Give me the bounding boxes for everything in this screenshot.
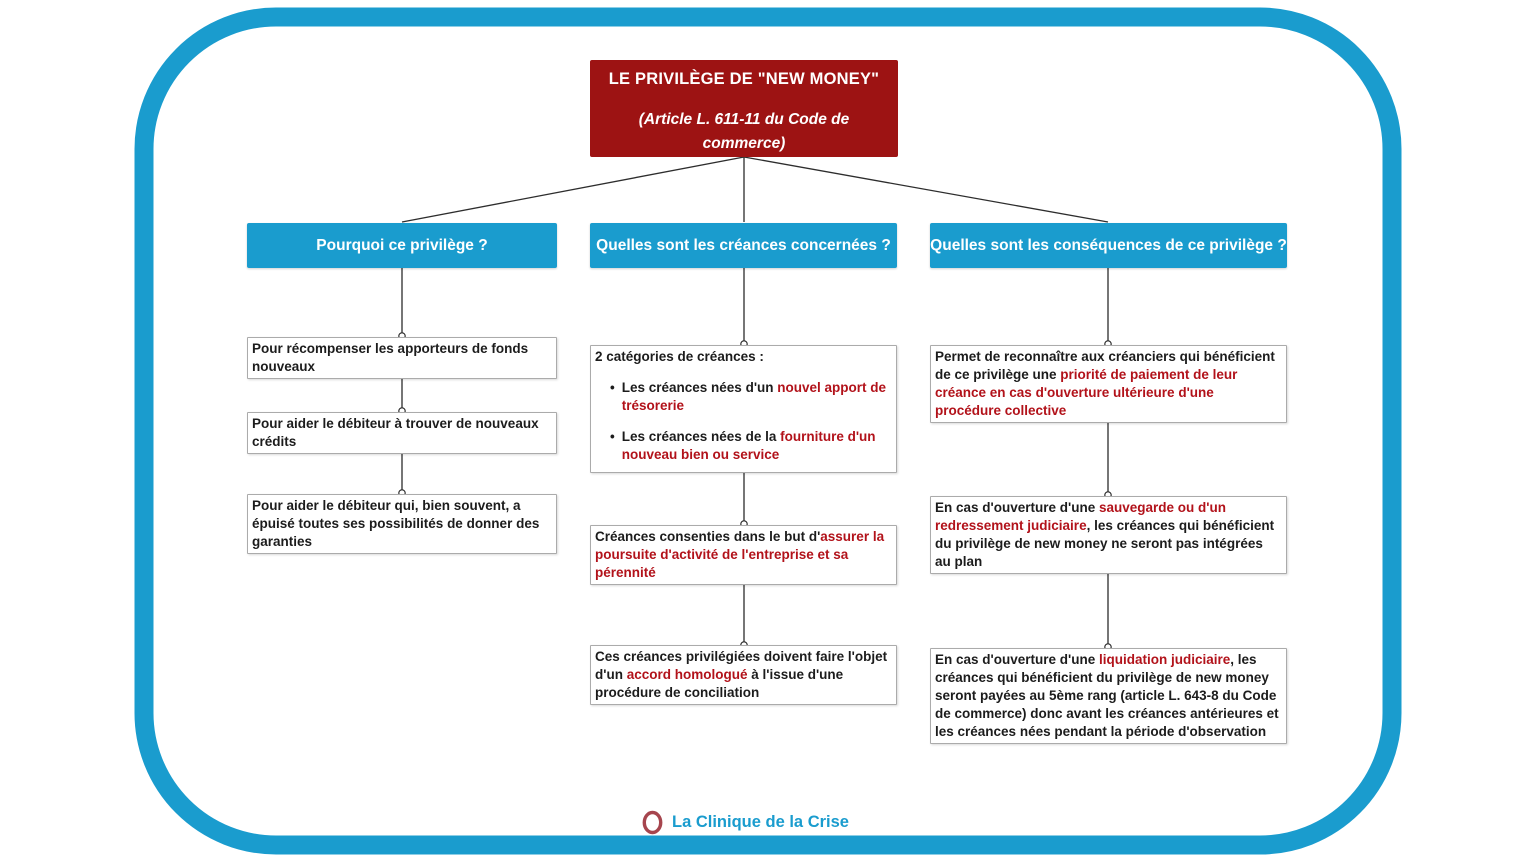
- header-pourquoi: Pourquoi ce privilège ?: [247, 223, 557, 268]
- root-title-node: LE PRIVILÈGE DE "NEW MONEY" (Article L. …: [590, 60, 898, 157]
- header-creances-concernees: Quelles sont les créances concernées ?: [590, 223, 897, 268]
- node-categories-creances: 2 catégories de créances : •Les créances …: [590, 345, 897, 473]
- root-title-line2: (Article L. 611-11 du Code de commerce): [638, 111, 850, 153]
- node-recompenser-apporteurs: Pour récompenser les apporteurs de fonds…: [247, 337, 557, 379]
- paragraph: Permet de reconnaître aux créanciers qui…: [935, 349, 1275, 418]
- connector-lines: [401, 156, 1109, 644]
- paragraph: 2 catégories de créances :: [595, 349, 764, 364]
- node-aider-nouveaux-credits: Pour aider le débiteur à trouver de nouv…: [247, 412, 557, 454]
- frame-border: [134, 7, 1402, 855]
- node-aider-debiteur-garanties: Pour aider le débiteur qui, bien souvent…: [247, 494, 557, 554]
- bullet-marker: •: [610, 379, 615, 395]
- header-consequences: Quelles sont les conséquences de ce priv…: [930, 223, 1287, 268]
- paragraph: Pour aider le débiteur à trouver de nouv…: [252, 416, 539, 449]
- node-sauvegarde-redressement: En cas d'ouverture d'une sauvegarde ou d…: [930, 496, 1287, 574]
- node-creances-consenties: Créances consenties dans le but d'assure…: [590, 525, 897, 585]
- paragraph: Pour récompenser les apporteurs de fonds…: [252, 341, 529, 374]
- node-priorite-paiement: Permet de reconnaître aux créanciers qui…: [930, 345, 1287, 423]
- brand-footer: La Clinique de la Crise: [641, 809, 849, 836]
- node-liquidation-judiciaire: En cas d'ouverture d'une liquidation jud…: [930, 648, 1287, 744]
- paragraph: En cas d'ouverture d'une liquidation jud…: [935, 652, 1279, 739]
- brand-name: La Clinique de la Crise: [672, 813, 849, 831]
- node-accord-homologue: Ces créances privilégiées doivent faire …: [590, 645, 897, 705]
- connector-line: [743, 156, 1109, 223]
- brand-ring-icon: [642, 810, 663, 835]
- bullet-marker: •: [610, 428, 615, 444]
- bullet-item: •Les créances nées d'un nouvel apport de…: [610, 379, 887, 413]
- root-title-line1: LE PRIVILÈGE DE "NEW MONEY": [608, 70, 880, 88]
- paragraph: Créances consenties dans le but d'assure…: [595, 529, 885, 580]
- paragraph: Pour aider le débiteur qui, bien souvent…: [252, 498, 540, 549]
- connector-line: [401, 156, 745, 223]
- paragraph: Ces créances privilégiées doivent faire …: [595, 649, 888, 700]
- paragraph: En cas d'ouverture d'une sauvegarde ou d…: [935, 500, 1275, 569]
- bullet-item: •Les créances nées de la fourniture d'un…: [610, 428, 876, 462]
